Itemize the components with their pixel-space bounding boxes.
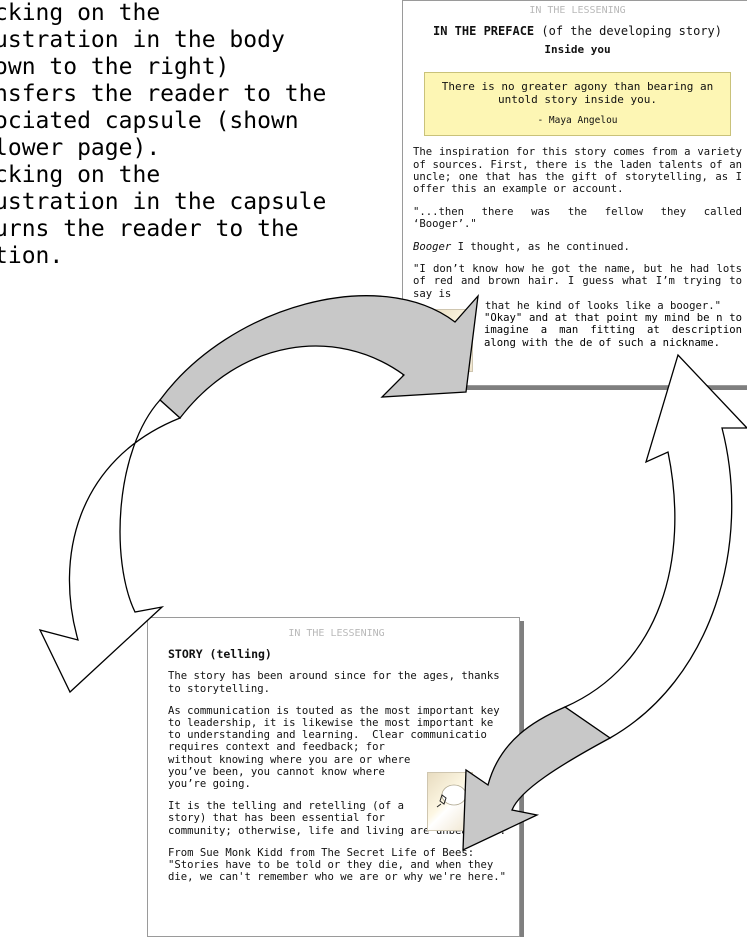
quote-attribution: - Maya Angelou <box>537 115 618 127</box>
story-line: you’ve been, you cannot know where <box>168 765 385 778</box>
instruction-line: urns the reader to the <box>0 216 299 242</box>
story-line: you’re going. <box>168 778 251 791</box>
story-line: to leadership, it is likewise the most i… <box>168 717 494 730</box>
instruction-line: own to the right) <box>0 54 230 80</box>
preface-paragraph-rest: I thought, as he continued. <box>451 240 630 253</box>
preface-paragraph: Booger I thought, as he continued. <box>413 241 742 253</box>
page-subtitle: Inside you <box>544 42 611 56</box>
page-header: IN THE LESSENING <box>288 628 385 639</box>
instruction-line: cking on the <box>0 162 161 188</box>
page-title: STORY (telling) <box>168 647 272 662</box>
illustration-thumbnail-body[interactable] <box>427 309 473 372</box>
page-title-rest: (of the developing story) <box>534 24 722 39</box>
page-title-bold: IN THE PREFACE <box>433 24 535 39</box>
story-line: requires context and feedback; for <box>168 741 385 754</box>
instruction-line: tion. <box>0 243 64 269</box>
lamp-illustration-icon <box>436 784 467 808</box>
story-paragraph: It is the telling and retelling (of a st… <box>168 800 506 837</box>
preface-paragraph: "...then there was the fellow they calle… <box>413 205 742 231</box>
preface-paragraph: "I don’t know how he got the name, but h… <box>413 263 742 300</box>
instruction-line: nsfers the reader to the <box>0 81 327 107</box>
page-title: IN THE PREFACE (of the developing story) <box>413 25 742 37</box>
story-line: From Sue Monk Kidd from The Secret Life … <box>168 846 475 859</box>
illustration-thumbnail-capsule[interactable] <box>427 772 473 831</box>
story-capsule-page: IN THE LESSENING STORY (telling) The sto… <box>147 617 520 937</box>
instructions-text: cking on the ustration in the body own t… <box>0 0 384 270</box>
preface-paragraph: The inspiration for this story comes fro… <box>413 146 742 196</box>
instruction-line: ustration in the body <box>0 27 285 53</box>
instruction-line: lower page). <box>0 135 161 161</box>
curved-arrow-right-white <box>563 353 747 739</box>
instruction-line: ustration in the capsule <box>0 189 327 215</box>
preface-page: IN THE LESSENING IN THE PREFACE (of the … <box>402 0 747 386</box>
story-paragraph: As communication is touted as the most i… <box>168 705 505 790</box>
story-line: to understanding and learning. Clear com… <box>168 729 487 742</box>
story-line: It is the telling and retelling (of a <box>168 800 404 813</box>
story-line: story) that has been essential for <box>168 812 385 825</box>
story-line: without knowing where you are or where <box>168 753 411 766</box>
story-paragraph: From Sue Monk Kidd from The Secret Life … <box>168 846 507 884</box>
quote-text: There is no greater agony than bearing a… <box>441 80 714 107</box>
story-paragraph: The story has been around since for the … <box>168 670 500 695</box>
story-line: "Stories have to be told or they die, an… <box>168 859 494 872</box>
lamp-illustration-icon <box>436 323 467 347</box>
preface-paragraph-cont: that he kind of looks like a booger." <box>485 300 721 313</box>
page-header: IN THE LESSENING <box>529 5 626 16</box>
booger-italic: Booger <box>413 240 452 253</box>
preface-wrap-paragraph: "Okay" and at that point my mind be n to… <box>484 312 742 349</box>
story-line: As communication is touted as the most i… <box>168 704 500 717</box>
quote-box: There is no greater agony than bearing a… <box>424 72 731 137</box>
instruction-line: ociated capsule (shown <box>0 108 299 134</box>
instruction-line: cking on the <box>0 0 161 26</box>
story-line: die, we can't remember who we are or why… <box>168 871 507 884</box>
